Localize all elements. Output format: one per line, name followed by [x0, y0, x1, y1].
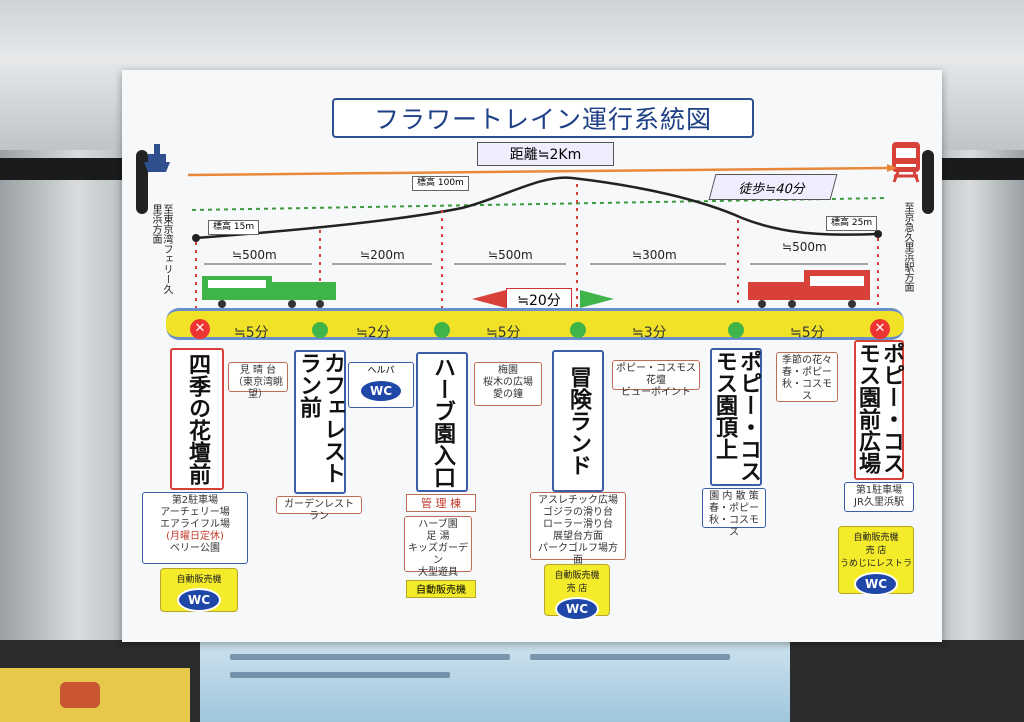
restroom-panel: 自動販売機 売 店 うめじにレストラ WC [838, 526, 914, 596]
lower-poster [200, 640, 790, 722]
green-train-icon [202, 276, 336, 308]
wc-icon: WC [854, 572, 898, 596]
segment-distance: ≒500m [782, 240, 827, 254]
facility-note: ハーブ園足 湯キッズガーデン大型遊具 [404, 516, 472, 578]
elevation-peak: 標高 100m [412, 176, 469, 191]
vending-label: 自動販売機 [406, 580, 476, 598]
ship-icon [144, 144, 170, 172]
route-time: ≒3分 [632, 325, 667, 341]
left-rail [0, 158, 140, 180]
restroom-panel: 自動販売機 WC [160, 568, 238, 612]
station-sign: 四季の花壇前 [170, 348, 224, 490]
station-sign: 冒険ランド [552, 350, 604, 492]
side-label-left: 至東京湾フェリー久里浜方面 [150, 204, 172, 294]
facility-note: ガーデンレストラン [276, 496, 362, 522]
terminal-stop-icon: ✕ [190, 319, 210, 339]
distance-label: 距離≒2Km [477, 142, 614, 166]
restroom-panel: 自動販売機 売 店 WC [544, 564, 610, 621]
station-sign: カフェレストラン前 [294, 350, 346, 494]
yellow-sign [0, 668, 190, 722]
route-line [166, 308, 904, 340]
route-time: ≒5分 [790, 325, 825, 341]
segment-distance: ≒300m [632, 248, 677, 262]
side-label-right: 至京急久里浜駅方面 [902, 202, 913, 292]
stop-icon [728, 322, 744, 338]
station-sign: ハーブ園入口 [416, 352, 468, 492]
station-sign: ポピー・コスモス園前広場 [854, 340, 904, 480]
area-note: ポピー・コスモス花壇ビューポイント [612, 360, 700, 398]
wc-icon: WC [359, 379, 403, 403]
area-note: 梅園桜木の広場愛の鐘 [474, 362, 542, 406]
left-window [0, 150, 130, 650]
route-time: ≒5分 [486, 325, 521, 341]
page-title: フラワートレイン運行系統図 [332, 98, 754, 138]
route-time: ≒2分 [356, 325, 391, 341]
facility-note: 園 内 散 策春・ポピー秋・コスモス [702, 488, 766, 538]
area-note: 見 晴 台（東京湾眺望） [228, 362, 288, 400]
terminal-stop-icon: ✕ [870, 319, 890, 339]
elevation-left: 標高 15m [208, 220, 260, 235]
stop-icon [434, 322, 450, 338]
management-building-label: 管 理 棟 [406, 494, 476, 512]
train-icon [892, 142, 920, 183]
red-train-icon [748, 270, 870, 308]
stop-icon [570, 322, 586, 338]
left-clip [136, 150, 148, 214]
area-note: 季節の花々春・ポピー秋・コスモス [776, 352, 838, 402]
facility-note: アスレチック広場ゴジラの滑り台ローラー滑り台展望台方面パークゴルフ場方面 [530, 492, 626, 566]
wc-icon: WC [555, 597, 599, 621]
walk-time-label: 徒歩≒40分 [708, 174, 838, 200]
elevation-right: 標高 25m [826, 216, 878, 231]
elevation-profile [187, 164, 897, 308]
right-clip [922, 150, 934, 214]
segment-distance: ≒200m [360, 248, 405, 262]
restroom-note: ヘルパ WC [348, 362, 414, 408]
station-sign: ポピー・コスモス園頂上 [710, 348, 762, 486]
segment-distance: ≒500m [232, 248, 277, 262]
wc-icon: WC [177, 588, 221, 612]
route-time: ≒5分 [234, 325, 269, 341]
route-map-sheet: フラワートレイン運行系統図 [122, 70, 942, 642]
right-rail [935, 158, 1024, 180]
facility-note: 第2駐車場アーチェリー場エアライフル場 (月曜日定休)ベリー公園 [142, 492, 248, 564]
right-window [934, 150, 1024, 650]
stop-icon [312, 322, 328, 338]
segment-distance: ≒500m [488, 248, 533, 262]
